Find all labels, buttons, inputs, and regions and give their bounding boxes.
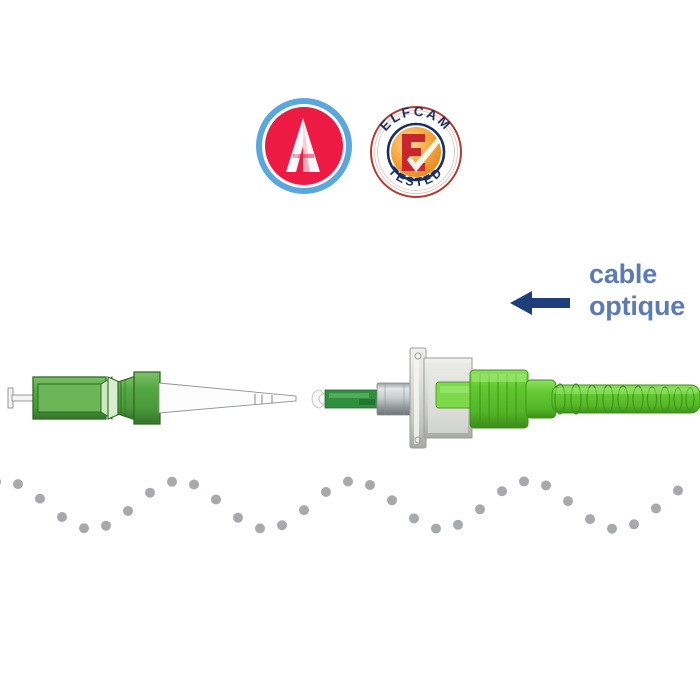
right-connector-ribbed-boot: [525, 379, 700, 419]
wave-dot: [629, 519, 639, 530]
certification-badges: ELFCAM TESTED: [0, 98, 700, 206]
wave-dot: [0, 478, 1, 485]
wave-dot: [431, 523, 441, 534]
wave-dot: [255, 523, 265, 534]
decorative-dot-wave: [0, 455, 700, 555]
fibre-optic-cable-assembly: [0, 330, 700, 450]
wave-dot: [233, 512, 243, 523]
wave-dot: [365, 479, 375, 490]
wave-dot: [673, 485, 683, 496]
left-connector-ferrule-stub: [7, 387, 35, 409]
wave-dot: [607, 523, 617, 534]
wave-dot: [79, 523, 89, 534]
wave-dot: [277, 520, 287, 531]
wave-dot: [453, 519, 463, 530]
wave-dot: [57, 511, 67, 522]
callout-line-1: cable: [589, 259, 658, 289]
wave-dot: [189, 479, 199, 490]
brand-a-badge: [256, 98, 352, 194]
wave-dot: [651, 503, 661, 514]
wave-dot: [101, 520, 111, 531]
wave-dot: [299, 505, 309, 516]
wave-dot: [563, 496, 573, 507]
wave-dot: [145, 487, 155, 498]
right-connector-group: [311, 347, 529, 449]
cable-optique-callout: cable optique: [505, 258, 700, 344]
wave-dot: [123, 505, 133, 516]
wave-dot: [211, 494, 221, 505]
wave-dot: [497, 486, 507, 497]
wave-dot: [409, 513, 419, 524]
wave-dot: [541, 480, 551, 491]
wave-dot: [321, 486, 331, 497]
wave-dot: [387, 495, 397, 506]
callout-label: cable optique: [589, 258, 700, 322]
wave-dot: [167, 476, 177, 487]
wave-dot: [13, 479, 23, 490]
wave-dot: [475, 504, 485, 515]
left-connector-group: [7, 371, 161, 425]
wave-dot: [343, 476, 353, 487]
left-arrow-icon: [510, 288, 572, 318]
left-connector-strain-relief-boot: [158, 382, 297, 414]
callout-line-2: optique: [589, 291, 686, 321]
elfcam-tested-badge: ELFCAM TESTED: [366, 98, 466, 202]
wave-dot: [519, 476, 529, 487]
wave-dot: [585, 514, 595, 525]
wave-dot: [35, 493, 45, 504]
